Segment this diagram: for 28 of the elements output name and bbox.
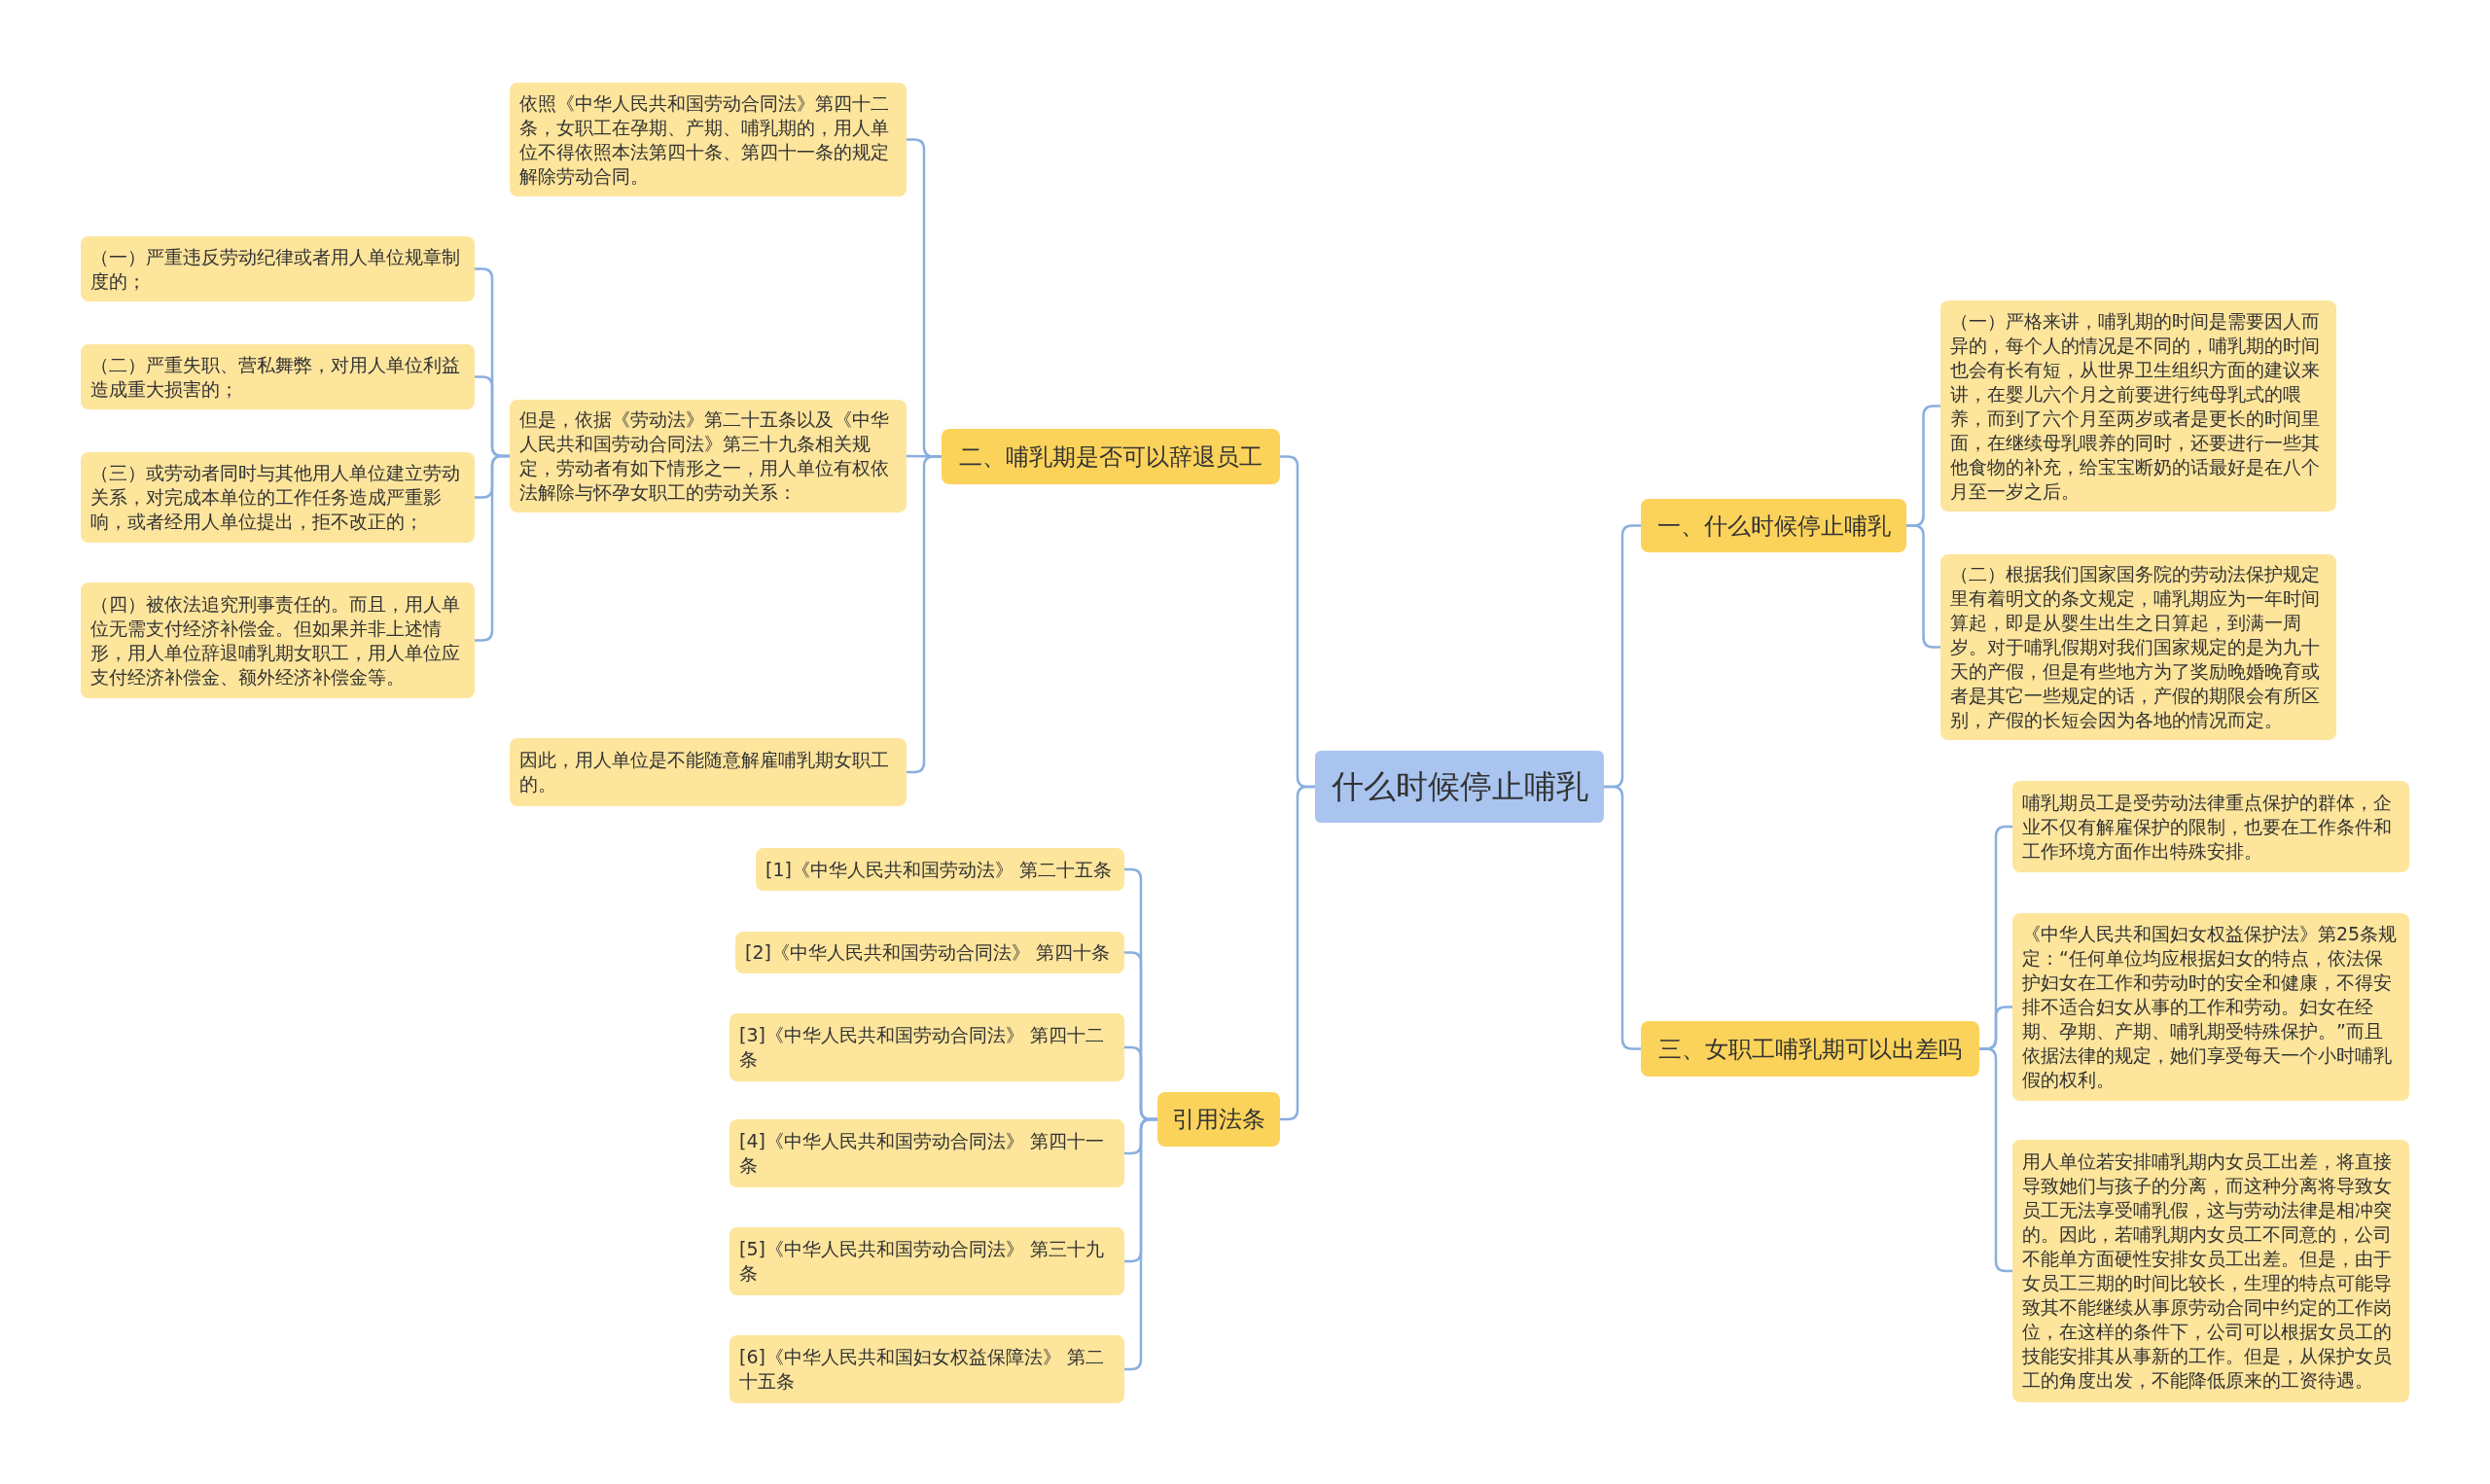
note-box: （二）严重失职、营私舞弊，对用人单位利益造成重大损害的； (81, 344, 475, 409)
note-box: [2]《中华人民共和国劳动合同法》 第四十条 (735, 932, 1124, 973)
note-box: [3]《中华人民共和国劳动合同法》 第四十二条 (729, 1013, 1124, 1081)
note-box: （一）严重违反劳动纪律或者用人单位规章制度的； (81, 236, 475, 301)
connector (1280, 785, 1315, 1121)
note-box: [4]《中华人民共和国劳动合同法》 第四十一条 (729, 1119, 1124, 1187)
note-box: （二）根据我们国家国务院的劳动法保护规定里有着明文的条文规定，哺乳期应为一年时间算起，即是从婴生出生之日算起，到满一周岁。对于哺乳假期对我们国家规定的是为九十天的产假，但是有些地方为了奖励晚婚晚育或者是其它一些规定的话，产假的期限会有所区别，产假的长短会因为各地的情况而定。 (1940, 554, 2336, 740)
connector (1906, 524, 1940, 649)
note-box: [6]《中华人民共和国妇女权益保障法》 第二十五条 (729, 1335, 1124, 1403)
topic-box: 三、女职工哺乳期可以出差吗 (1641, 1021, 1979, 1077)
note-box: （三）或劳动者同时与其他用人单位建立劳动关系，对完成本单位的工作任务造成严重影响，或者经用人单位提出，拒不改正的； (81, 452, 475, 543)
note-box: [5]《中华人民共和国劳动合同法》 第三十九条 (729, 1227, 1124, 1295)
topic-box: 二、哺乳期是否可以辞退员工 (942, 429, 1280, 484)
connector (475, 454, 510, 642)
note-box: （四）被依法追究刑事责任的。而且，用人单位无需支付经济补偿金。但如果并非上述情形，用人单位辞退哺乳期女职工，用人单位应支付经济补偿金、额外经济补偿金等。 (81, 583, 475, 698)
note-box: 因此，用人单位是不能随意解雇哺乳期女职工的。 (510, 738, 907, 806)
connector (1604, 785, 1641, 1050)
note-box: （一）严格来讲，哺乳期的时间是需要因人而异的，每个人的情况是不同的，哺乳期的时间也会有长有短，从世界卫生组织方面的建议来讲，在婴儿六个月之前要进行纯母乳式的喂养，而到了六个月至两岁或者是更长的时间里面，在继续母乳喂养的同时，还要进行一些其他食物的补充，给宝宝断奶的话最好是在八个月至一岁之后。 (1940, 300, 2336, 512)
note-box: 哺乳期员工是受劳动法律重点保护的群体，企业不仅有解雇保护的限制，也要在工作条件和工作环境方面作出特殊安排。 (2012, 781, 2409, 872)
topic-box: 一、什么时候停止哺乳 (1641, 499, 1906, 552)
note-box: 但是，依据《劳动法》第二十五条以及《中华人民共和国劳动合同法》第三十九条相关规定，劳动者有如下情形之一，用人单位有权依法解除与怀孕女职工的劳动关系： (510, 400, 907, 512)
topic-box: 引用法条 (1157, 1092, 1280, 1147)
note-box: 《中华人民共和国妇女权益保护法》第25条规定：“任何单位均应根据妇女的特点，依法保护妇女在工作和劳动时的安全和健康，不得安排不适合妇女从事的工作和劳动。妇女在经期、孕期、产期、哺乳期受特殊保护。”而且依据法律的规定，她们享受每天一个小时哺乳假的权利。 (2012, 913, 2409, 1101)
connector (907, 455, 942, 774)
note-box: 依照《中华人民共和国劳动合同法》第四十二条，女职工在孕期、产期、哺乳期的，用人单位不得依照本法第四十条、第四十一条的规定解除劳动合同。 (510, 83, 907, 196)
note-box: [1]《中华人民共和国劳动法》 第二十五条 (756, 848, 1124, 891)
note-box: 用人单位若安排哺乳期内女员工出差，将直接导致她们与孩子的分离，而这种分离将导致女员工无法享受哺乳假，这与劳动法律是相冲突的。因此，若哺乳期内女员工不同意的，公司不能单方面硬性安排女员工出差。但是，由于女员工三期的时间比较长，生理的特点可能导致其不能继续从事原劳动合同中约定的工作岗位，在这样的条件下，公司可以根据女员工的技能安排其从事新的工作。但是，从保护女员工的角度出发，不能降低原来的工资待遇。 (2012, 1140, 2409, 1402)
central-topic-box: 什么时候停止哺乳 (1315, 751, 1604, 823)
